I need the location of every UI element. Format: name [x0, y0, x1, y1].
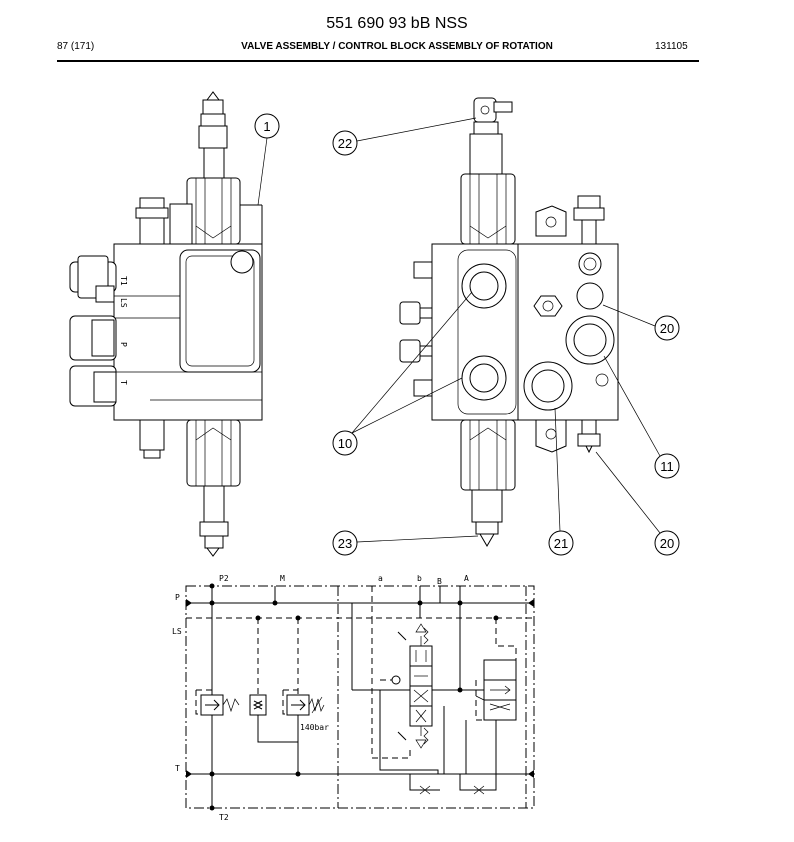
callout-10: 10: [338, 436, 352, 451]
port-label-ls: LS: [119, 298, 128, 308]
header-rule: [57, 60, 699, 62]
callout-1: 1: [263, 119, 270, 134]
port-label-a-upper: A: [464, 574, 469, 583]
callout-11: 11: [660, 459, 674, 474]
document-number: 551 690 93 bB NSS: [326, 15, 468, 32]
port-label-t2: T2: [219, 813, 229, 822]
port-label-p2: P2: [219, 574, 229, 583]
port-label-t-left: T: [175, 764, 180, 773]
callout-21: 21: [554, 536, 568, 551]
page-title: VALVE ASSEMBLY / CONTROL BLOCK ASSEMBLY …: [241, 41, 553, 52]
port-label-b-lower: b: [417, 574, 422, 583]
port-label-t: T: [119, 380, 128, 385]
front-view: [399, 97, 619, 547]
page-number: 87 (171): [57, 41, 95, 52]
port-label-ls-left: LS: [172, 627, 182, 636]
callout-23: 23: [338, 536, 352, 551]
port-label-p: P: [119, 342, 128, 347]
port-label-b-upper: B: [437, 577, 442, 586]
port-label-m: M: [280, 574, 285, 583]
date-code: 131105: [655, 41, 688, 52]
port-label-t1: T1: [119, 276, 128, 286]
port-label-a-lower: a: [378, 574, 383, 583]
callout-20-upper: 20: [660, 321, 674, 336]
relief-setting-label: 140bar: [300, 723, 329, 732]
hydraulic-schematic: 140bar: [172, 574, 535, 822]
side-view: T1 LS P T: [69, 91, 263, 557]
callout-group: 1 22 20 10 11 23 21 20: [254, 113, 680, 556]
callout-20-lower: 20: [660, 536, 674, 551]
callout-22: 22: [338, 136, 352, 151]
port-label-p-left: P: [175, 593, 180, 602]
